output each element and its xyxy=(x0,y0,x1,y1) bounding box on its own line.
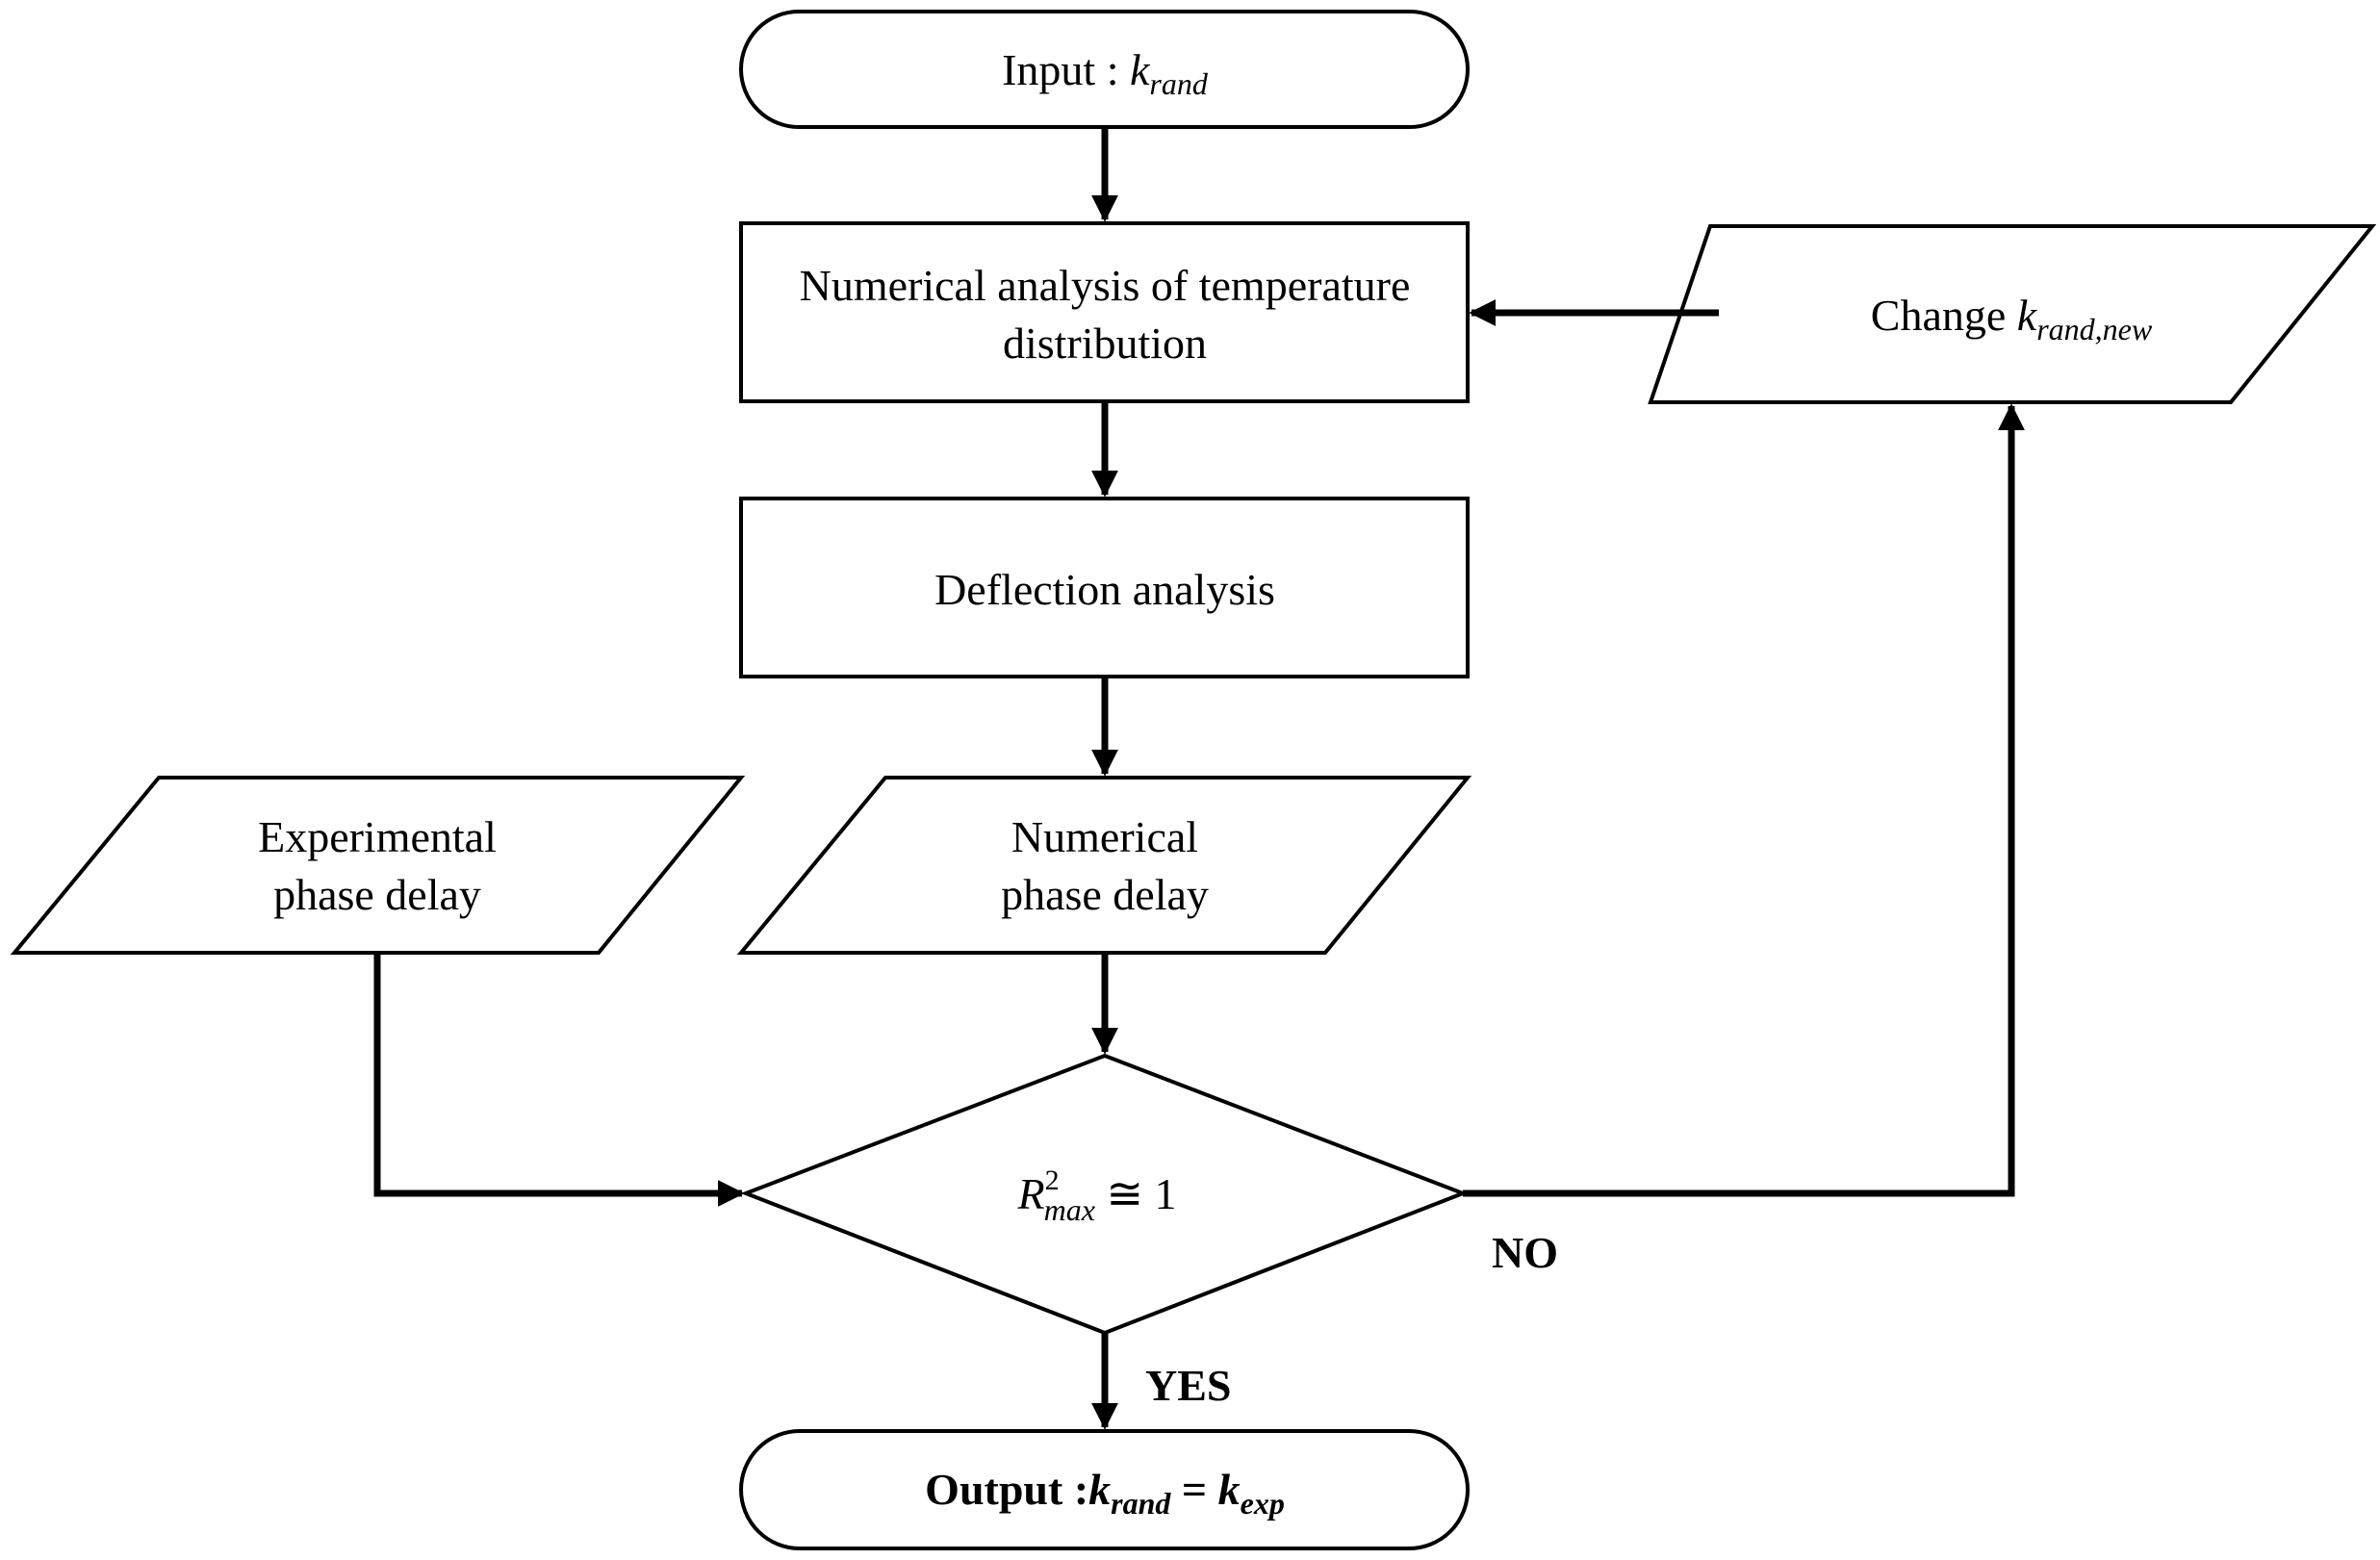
arrow-experimental-to-decision xyxy=(373,953,745,1207)
change-k-label: Change krand,new xyxy=(1871,291,2153,346)
experimental-phase-delay-node: Experimental phase delay xyxy=(10,776,746,955)
deflection-analysis-label: Deflection analysis xyxy=(934,565,1275,614)
temperature-analysis-line2: distribution xyxy=(1003,319,1207,368)
experimental-phase-delay-line2: phase delay xyxy=(273,870,481,919)
numerical-phase-delay-line2: phase delay xyxy=(1001,870,1209,919)
deflection-analysis-node: Deflection analysis xyxy=(739,497,1470,678)
edge-label-no: NO xyxy=(1492,1228,1558,1277)
experimental-phase-delay-line1: Experimental xyxy=(258,812,497,861)
edge-label-yes: YES xyxy=(1145,1361,1231,1410)
input-node: Input : krand xyxy=(739,10,1470,129)
numerical-phase-delay-line1: Numerical xyxy=(1011,812,1198,861)
arrow-decision-no-to-change xyxy=(1463,403,2025,1197)
numerical-phase-delay-node: Numerical phase delay xyxy=(736,776,1472,955)
change-k-node: Change krand,new xyxy=(1648,224,2377,404)
input-label: Input : krand xyxy=(1002,45,1209,101)
output-node: Output :krand = kexp xyxy=(739,1429,1470,1550)
temperature-analysis-node: Numerical analysis of temperature distri… xyxy=(739,221,1470,403)
temperature-analysis-line1: Numerical analysis of temperature xyxy=(800,261,1411,310)
output-label: Output :krand = kexp xyxy=(925,1465,1285,1521)
